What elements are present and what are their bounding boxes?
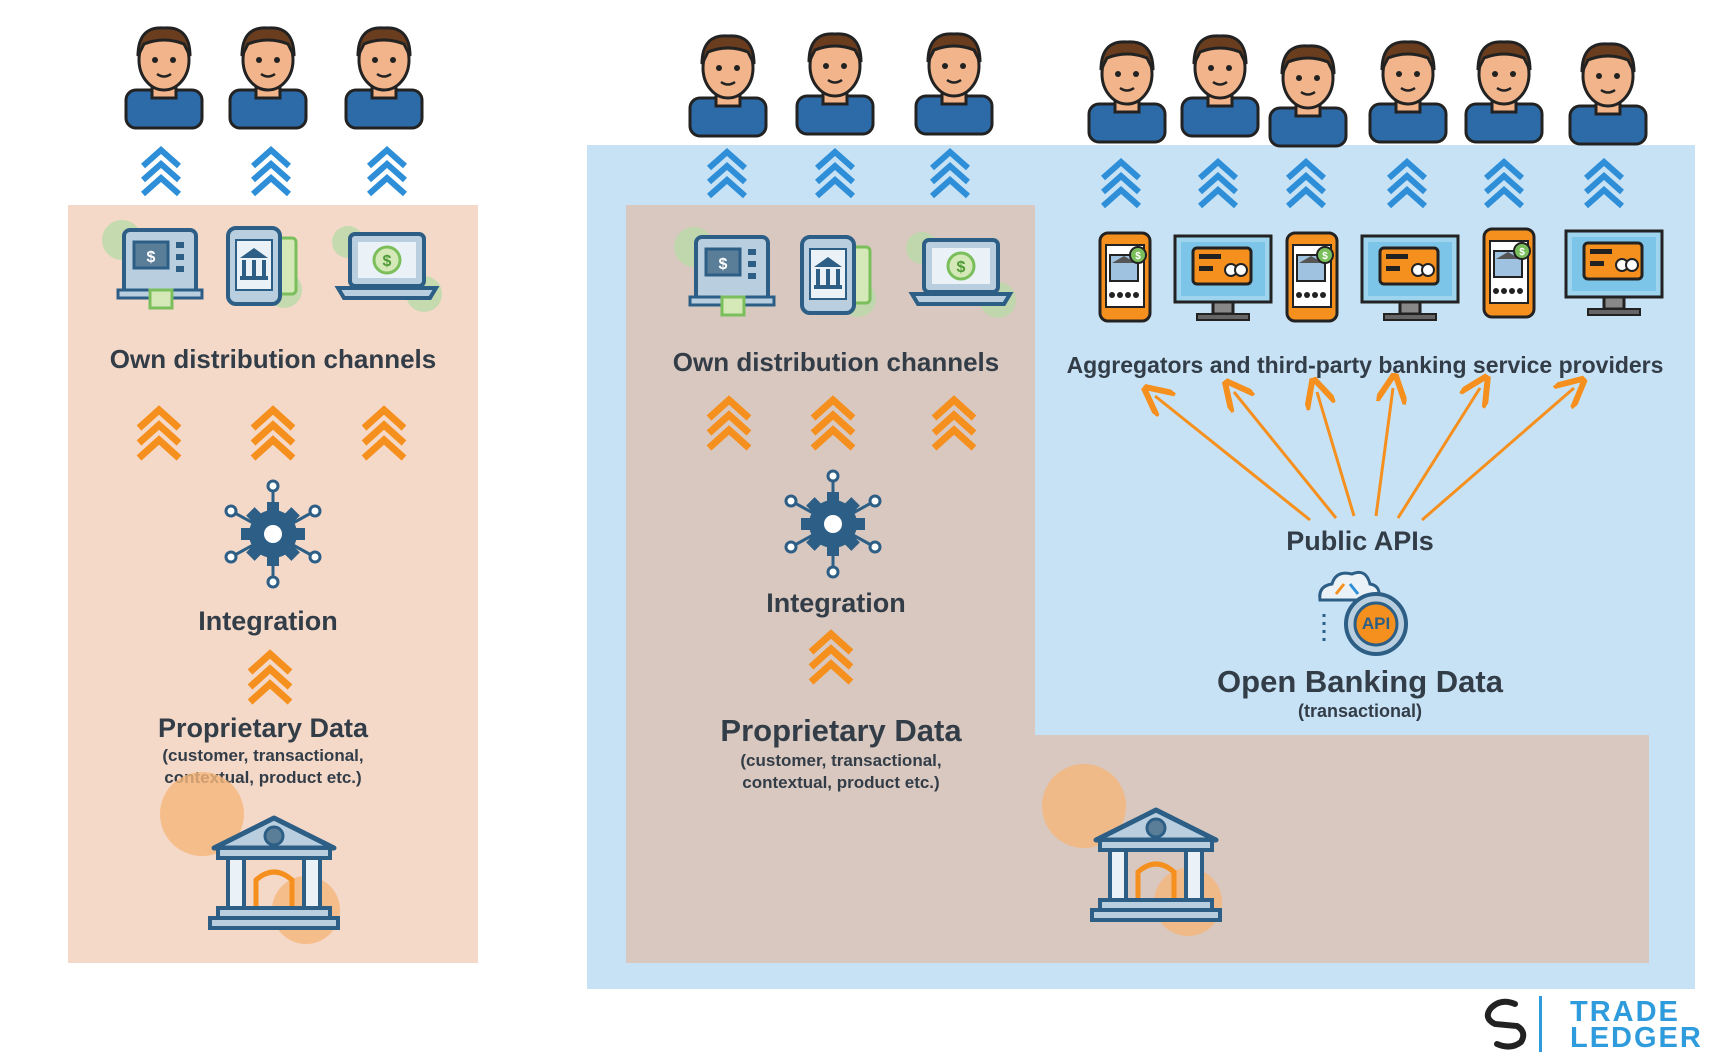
arrow-line [1396, 388, 1480, 519]
right-data-subtitle-2: contextual, product etc.) [742, 773, 940, 792]
brand-line-1: TRADE [1570, 996, 1680, 1028]
left-integration-label: Integration [198, 606, 338, 636]
right-data-subtitle-1: (customer, transactional, [740, 751, 942, 770]
public-apis-label: Public APIs [1286, 526, 1434, 556]
left-data-subtitle-1: (customer, transactional, [162, 746, 364, 765]
arrow-line [1155, 396, 1311, 522]
brand-line-2: LEDGER [1570, 1022, 1703, 1054]
left-channels-label: Own distribution channels [109, 344, 437, 374]
api-badge: API [1361, 614, 1391, 633]
aggregators-label: Aggregators and third-party banking serv… [1066, 352, 1664, 378]
api-cloud-gear-icon [1318, 570, 1408, 656]
arrow-line [1317, 392, 1356, 517]
arrow-line [1421, 388, 1574, 522]
open-banking-title: Open Banking Data [1217, 664, 1503, 699]
arrow-line [1374, 388, 1393, 517]
left-data-title: Proprietary Data [157, 713, 369, 743]
right-data-title: Proprietary Data [720, 713, 962, 748]
right-channels-label: Own distribution channels [672, 347, 1000, 377]
arrow-line [1234, 392, 1338, 519]
trade-ledger-logo-icon [1484, 998, 1527, 1050]
open-banking-subtitle: (transactional) [1297, 701, 1423, 721]
right-integration-label: Integration [766, 588, 906, 618]
brand-divider [1539, 996, 1542, 1052]
